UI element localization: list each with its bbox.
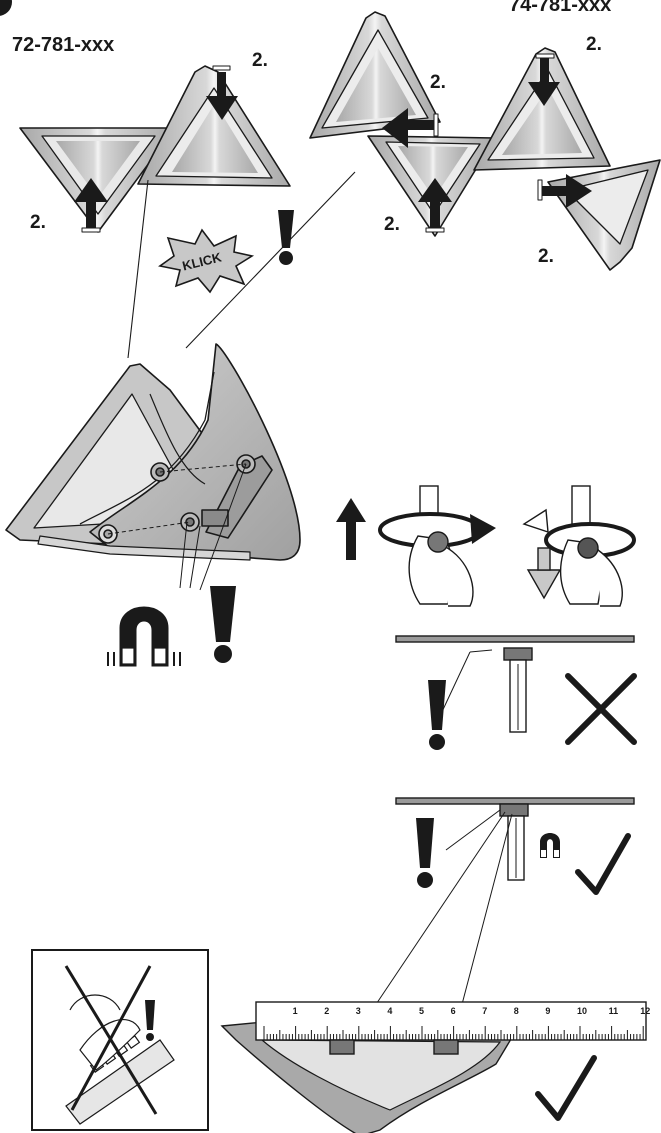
knob-tighten-step (336, 486, 496, 606)
right-reflector-assembly (310, 12, 660, 270)
knob-loosen-step (524, 486, 634, 606)
check-icon (538, 1058, 594, 1118)
step-badge-icon (0, 0, 12, 16)
step-label: 2. (430, 72, 446, 94)
ruler-tick-label: 11 (609, 1006, 619, 1016)
ruler-tick-label: 6 (451, 1006, 456, 1016)
wrong-handling-inset (32, 950, 208, 1130)
rotate-arrow-icon (470, 514, 496, 544)
ruler-tick-label: 9 (545, 1006, 550, 1016)
step-label: 2. (384, 214, 400, 236)
ruler-tick-label: 8 (514, 1006, 519, 1016)
magnet-icon (108, 607, 180, 666)
ruler-tick-label: 10 (577, 1006, 587, 1016)
step-label: 2. (586, 34, 602, 56)
reflector-detail (6, 344, 300, 590)
exclamation-icon (428, 680, 446, 750)
step-label: 2. (538, 246, 554, 268)
exclamation-icon (416, 818, 434, 888)
arrow-down-outline-icon (528, 570, 560, 598)
exclamation-icon (210, 586, 236, 663)
rotate-arrow-icon (524, 510, 548, 532)
ruler-tick-label: 5 (419, 1006, 424, 1016)
left-reflector-assembly (20, 66, 290, 232)
wrong-cross-icon (568, 676, 634, 742)
ruler-tick-label: 7 (482, 1006, 487, 1016)
model-number-left: 72-781-xxx (12, 34, 114, 57)
ruler-tick-label: 2 (324, 1006, 329, 1016)
ruler-tick-label: 12 (640, 1006, 650, 1016)
ruler-tick-label: 3 (356, 1006, 361, 1016)
step-label: 2. (252, 50, 268, 72)
magnet-icon (540, 833, 560, 858)
model-number-right: 74-781-xxx (509, 0, 611, 17)
measure-assembly (222, 1002, 646, 1133)
check-icon (578, 836, 628, 892)
step-label: 2. (30, 212, 46, 234)
ruler-tick-label: 4 (387, 1006, 392, 1016)
ruler-tick-label: 1 (293, 1006, 298, 1016)
arrow-up-icon (336, 498, 366, 560)
